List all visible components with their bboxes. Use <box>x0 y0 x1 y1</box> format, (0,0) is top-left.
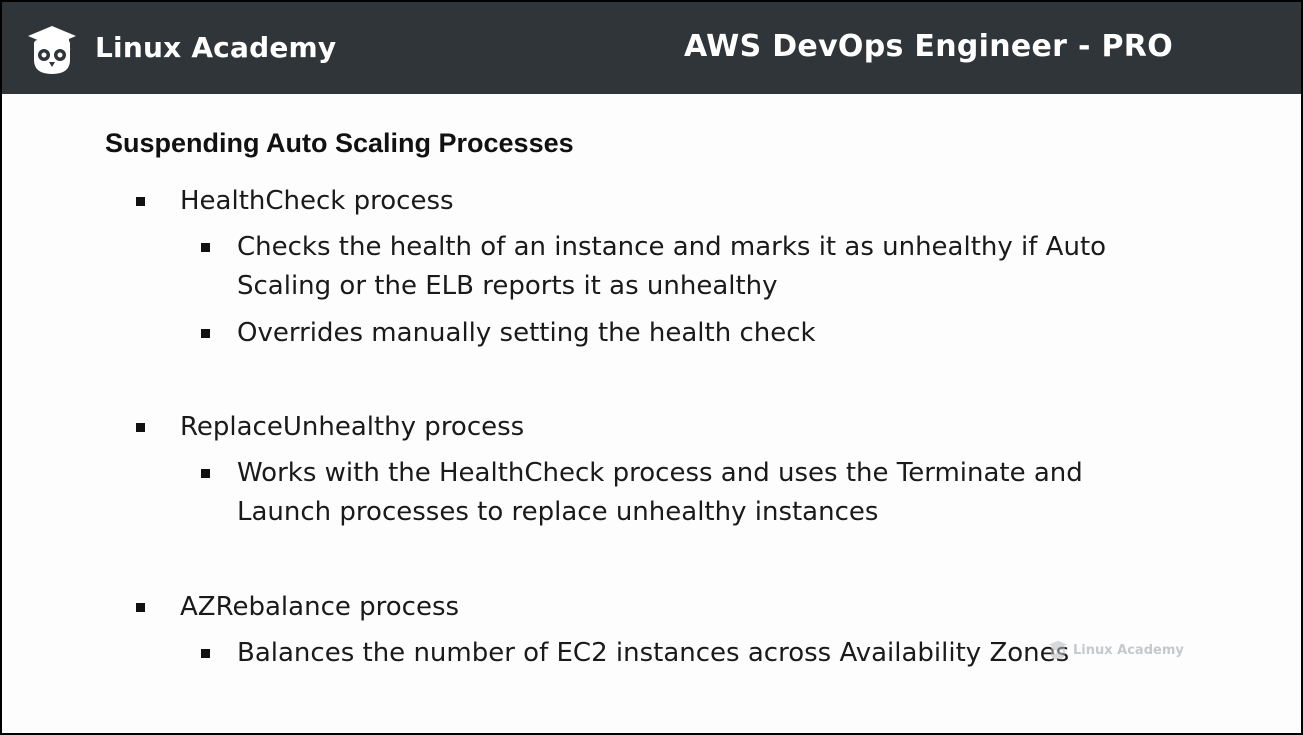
watermark: Linux Academy <box>1048 640 1184 660</box>
square-bullet-icon <box>201 649 210 658</box>
square-bullet-icon <box>201 243 210 252</box>
owl-logo-icon <box>1048 640 1068 660</box>
sub-bullet-text: Checks the health of an instance and mar… <box>237 232 1107 301</box>
sub-bullet-text: Works with the HealthCheck process and u… <box>237 458 1083 527</box>
bullet-healthcheck: HealthCheck process <box>136 182 780 221</box>
sub-bullet-healthcheck-1: Checks the health of an instance and mar… <box>201 228 1137 306</box>
owl-graduation-cap-icon <box>28 26 76 74</box>
square-bullet-icon <box>201 469 210 478</box>
bullet-replaceunhealthy: ReplaceUnhealthy process <box>136 408 780 447</box>
bullet-azrebalance: AZRebalance process <box>136 588 780 627</box>
watermark-text: Linux Academy <box>1073 642 1184 658</box>
sub-bullet-azrebalance-1: Balances the number of EC2 instances acr… <box>201 634 1137 673</box>
bullet-heading: HealthCheck process <box>180 186 454 216</box>
sub-bullet-replaceunhealthy-1: Works with the HealthCheck process and u… <box>201 454 1137 532</box>
square-bullet-icon <box>136 603 145 612</box>
square-bullet-icon <box>136 423 145 432</box>
square-bullet-icon <box>201 329 210 338</box>
bullet-heading: AZRebalance process <box>180 592 460 622</box>
sub-bullet-healthcheck-2: Overrides manually setting the health ch… <box>201 314 1137 353</box>
bullet-heading: ReplaceUnhealthy process <box>180 412 525 442</box>
slide-title: Suspending Auto Scaling Processes <box>105 128 574 158</box>
sub-bullet-text: Overrides manually setting the health ch… <box>237 318 816 348</box>
slide-header: Linux Academy AWS DevOps Engineer - PRO <box>2 2 1301 94</box>
brand-name: Linux Academy <box>95 31 337 64</box>
sub-bullet-text: Balances the number of EC2 instances acr… <box>237 638 1070 668</box>
course-title: AWS DevOps Engineer - PRO <box>684 29 1173 64</box>
square-bullet-icon <box>136 197 145 206</box>
